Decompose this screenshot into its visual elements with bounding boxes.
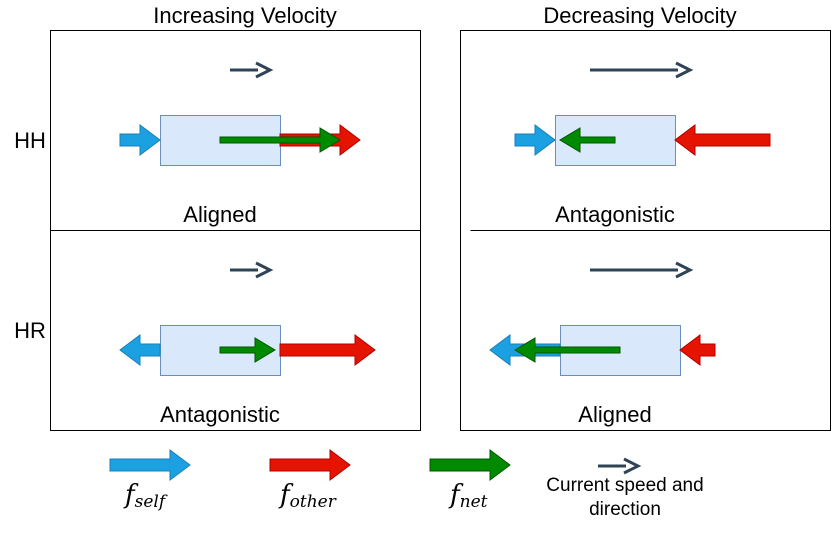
legend-other-label: fother [278,480,337,512]
legend-speed-label-line1: Current speed and [546,475,703,496]
panel-top-right: Antagonistic [514,61,771,227]
legend-net-arrow [429,449,511,481]
panel-top-left: Aligned [119,61,361,227]
speed-arrow-head [255,61,274,79]
row-label-hr: HR [14,318,46,343]
speed-arrow-head [675,61,694,79]
panel-label-aligned: Aligned [183,202,256,227]
self-force-arrow [119,334,161,366]
panel-label-aligned: Aligned [578,402,651,427]
net-force-arrow [559,127,616,153]
legend-speed-arrow-head [623,457,642,475]
panel-label-antagonistic: Antagonistic [555,202,675,227]
header-decreasing-velocity: Decreasing Velocity [543,3,736,28]
row-label-hh: HH [14,128,46,153]
legend: fself fother fnet Current speed and dire… [109,449,704,520]
other-force-arrow [279,334,376,366]
panel-frames [50,30,831,431]
legend-other-subscript: other [290,492,337,512]
legend-net-label: fnet [448,480,488,512]
panel-bottom-left: Antagonistic [119,261,376,427]
panel-bottom-right: Aligned [489,261,716,427]
header-increasing-velocity: Increasing Velocity [153,3,336,28]
self-force-arrow [514,124,556,156]
legend-speed-label-line2: direction [589,499,661,520]
self-force-arrow [119,124,161,156]
net-force-arrow [219,337,276,363]
speed-arrow-head [255,261,274,279]
legend-self-arrow [109,449,191,481]
net-force-arrow [514,337,621,363]
other-force-arrow [674,124,771,156]
legend-self-label: fself [123,480,168,512]
legend-net-subscript: net [460,492,488,512]
other-force-arrow [679,334,716,366]
panel-label-antagonistic: Antagonistic [160,402,280,427]
speed-arrow-head [675,261,694,279]
net-force-arrow [219,127,341,153]
legend-self-subscript: self [135,492,168,512]
legend-other-arrow [269,449,351,481]
